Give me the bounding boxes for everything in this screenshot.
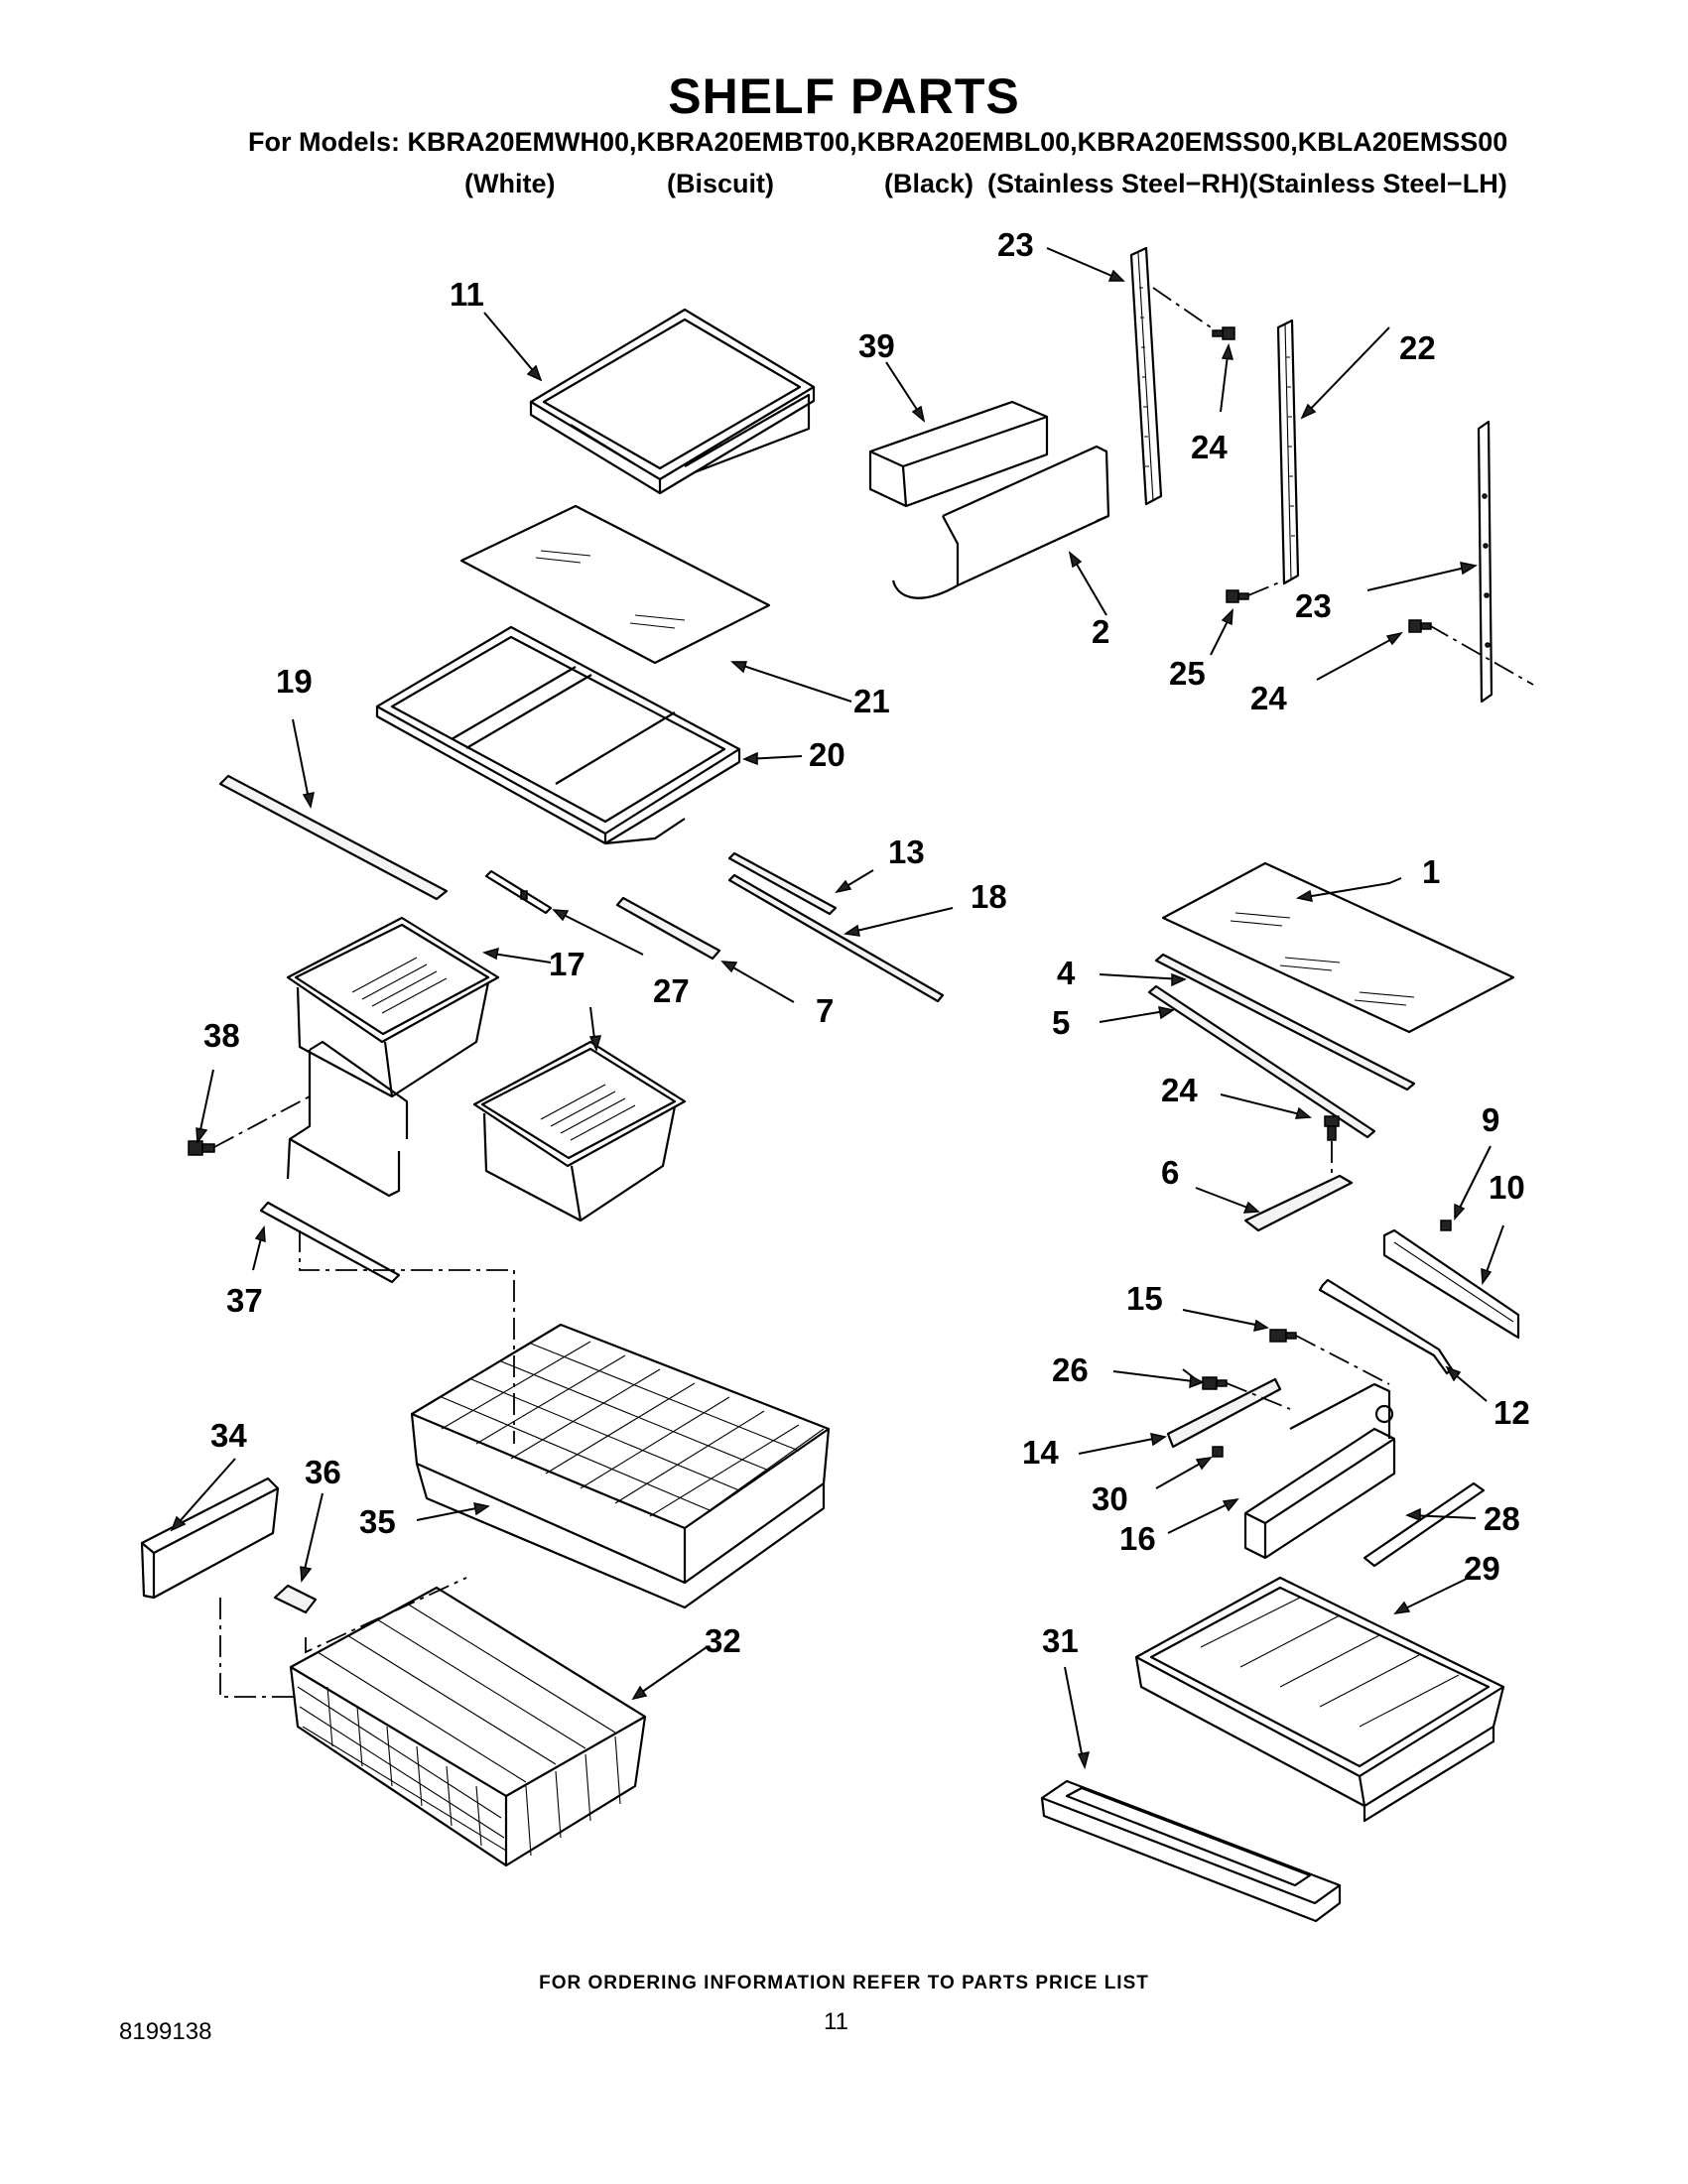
callout-24-top: 24 (1191, 429, 1228, 465)
callout-7: 7 (816, 992, 834, 1029)
document-number: 8199138 (119, 2018, 212, 2045)
part-30-clip (1212, 1446, 1224, 1458)
callout-20: 20 (809, 736, 845, 773)
callout-39: 39 (858, 327, 895, 364)
leader-lines (170, 247, 1504, 1770)
part-11-shelf-frame (529, 308, 816, 495)
callout-36: 36 (305, 1454, 341, 1490)
callout-26: 26 (1052, 1351, 1089, 1388)
part-18-strip (727, 873, 945, 1003)
part-6-bracket (1243, 1174, 1354, 1232)
variant-white: (White) (464, 169, 556, 198)
callout-30: 30 (1092, 1480, 1128, 1517)
part-34-divider (140, 1477, 280, 1600)
callout-2: 2 (1092, 613, 1109, 650)
part-21-glass-shelf (459, 504, 771, 665)
part-7-rod (615, 896, 721, 961)
part-29-pan (1134, 1576, 1505, 1823)
part-36-pin (273, 1584, 318, 1614)
callout-17: 17 (549, 946, 585, 982)
callout-32: 32 (705, 1622, 741, 1659)
part-28-wire (1363, 1481, 1486, 1568)
part-25-screw (1226, 589, 1249, 603)
page-title: SHELF PARTS (668, 68, 1020, 124)
callout-27: 27 (653, 972, 690, 1009)
part-37-bracket (259, 1040, 409, 1284)
callout-12: 12 (1493, 1394, 1530, 1431)
part-23-rail-left (1129, 246, 1163, 506)
part-2-bin-cover (891, 445, 1110, 599)
part-39-door-bin (868, 400, 1049, 508)
variant-biscuit: (Biscuit) (667, 169, 774, 198)
callout-24-right: 24 (1250, 680, 1287, 716)
callout-25: 25 (1169, 655, 1206, 692)
callout-37: 37 (226, 1282, 263, 1319)
callout-23-right: 23 (1295, 587, 1332, 624)
callout-9: 9 (1482, 1101, 1499, 1138)
callout-13: 13 (888, 834, 925, 870)
part-10-rail (1382, 1228, 1520, 1340)
page-number: 11 (824, 2008, 848, 2035)
callout-6: 6 (1161, 1154, 1179, 1191)
part-5-trim-strip (1147, 984, 1376, 1139)
callout-18: 18 (971, 878, 1007, 915)
callout-1: 1 (1422, 853, 1440, 890)
callout-16: 16 (1119, 1520, 1156, 1557)
callout-29: 29 (1464, 1550, 1500, 1587)
variant-stainless: (Stainless Steel−RH)(Stainless Steel−LH) (987, 169, 1507, 198)
callout-23-top: 23 (997, 226, 1034, 263)
callout-22: 22 (1399, 329, 1436, 366)
callout-14: 14 (1022, 1434, 1059, 1471)
part-16-slide-bracket (1243, 1382, 1396, 1560)
part-13-strip (727, 851, 838, 916)
callout-28: 28 (1484, 1500, 1520, 1537)
callout-24-lower: 24 (1161, 1072, 1198, 1108)
part-4-trim-strip (1154, 953, 1416, 1092)
part-38-screw (188, 1140, 215, 1156)
variant-black: (Black) (884, 169, 974, 198)
part-14-bracket (1166, 1377, 1282, 1449)
part-24-screw-lower (1324, 1115, 1340, 1141)
assembly-lines (213, 287, 1534, 1698)
callout-31: 31 (1042, 1622, 1079, 1659)
part-32-wire-basket-lower (289, 1586, 647, 1867)
part-17-crisper-drawer-upper (286, 916, 500, 1098)
callout-35: 35 (359, 1503, 396, 1540)
callout-10: 10 (1489, 1169, 1525, 1206)
part-1-glass-shelf (1161, 861, 1515, 1034)
ordering-note: FOR ORDERING INFORMATION REFER TO PARTS … (539, 1973, 1149, 1993)
callout-34: 34 (210, 1417, 247, 1454)
callout-5: 5 (1052, 1004, 1070, 1041)
models-line: For Models: KBRA20EMWH00,KBRA20EMBT00,KB… (248, 127, 1508, 157)
part-26-screw (1202, 1376, 1228, 1390)
part-35-wire-basket-upper (410, 1323, 831, 1609)
part-23-rail-right (1477, 420, 1493, 704)
part-20-crisper-cover (375, 625, 741, 845)
part-24-screw-right (1408, 619, 1432, 633)
callout-38: 38 (203, 1017, 240, 1054)
part-22-rail (1276, 319, 1300, 585)
part-19-seal-strip (218, 774, 449, 901)
part-15-screw (1269, 1329, 1297, 1343)
part-24-screw-top (1212, 326, 1235, 340)
part-17-crisper-drawer-lower (472, 1040, 687, 1222)
callout-4: 4 (1057, 955, 1076, 991)
callout-21: 21 (853, 683, 890, 719)
callout-19: 19 (276, 663, 313, 700)
callout-labels: 11 23 24 22 39 2 23 25 24 21 20 19 13 18… (203, 226, 1530, 1659)
part-31-trim (1040, 1779, 1342, 1923)
callout-11: 11 (450, 276, 484, 313)
part-9-clip (1440, 1220, 1452, 1231)
callout-15: 15 (1126, 1280, 1163, 1317)
part-27-clip (484, 869, 553, 915)
